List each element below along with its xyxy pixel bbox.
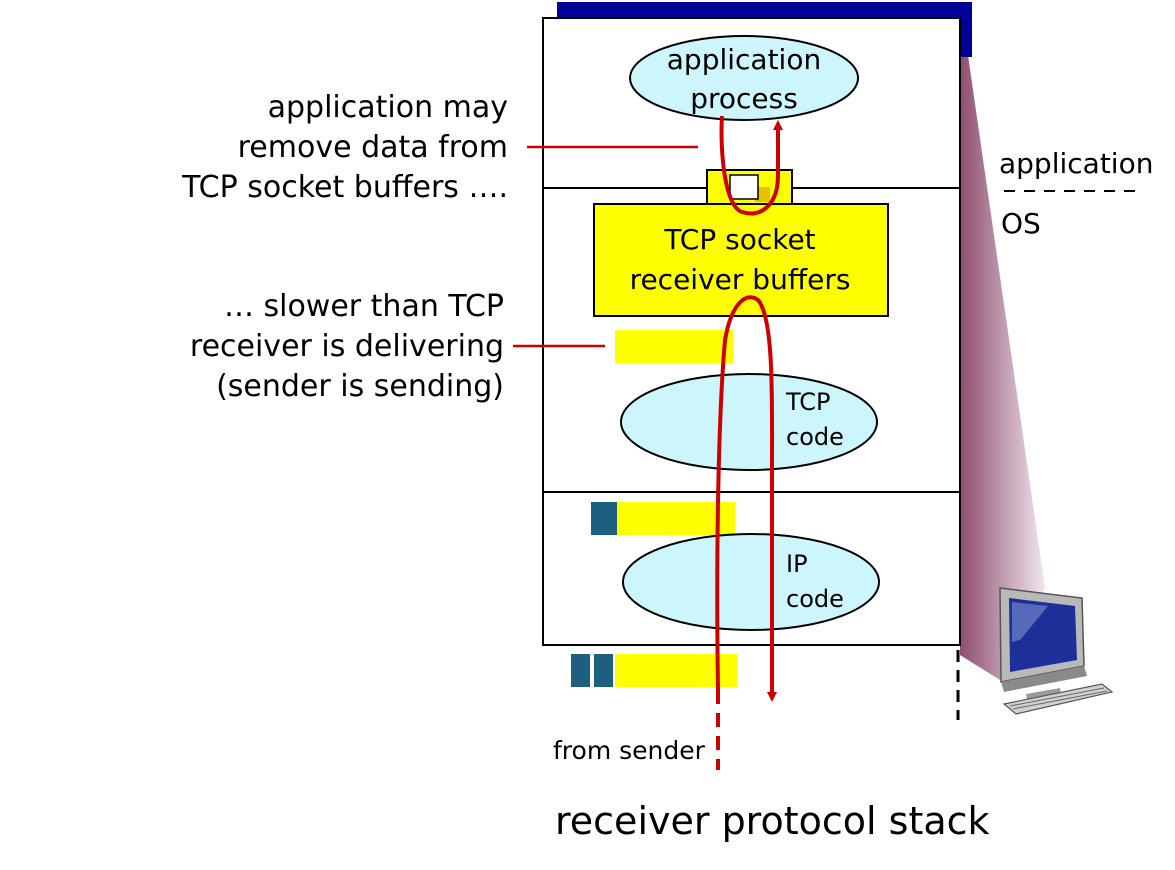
data-path-to-application <box>719 115 783 216</box>
remove-data-line-3: TCP socket buffers …. <box>181 170 508 205</box>
link-segment-header-1 <box>571 654 590 687</box>
ip-segment-data <box>617 502 735 535</box>
ip-code-line-2: code <box>786 585 844 613</box>
slower-line-2: receiver is delivering <box>190 329 504 364</box>
ip-code-ellipse <box>622 533 880 631</box>
tcp-socket-buffers-box <box>593 203 889 317</box>
remove-data-line-2: remove data from <box>238 130 508 165</box>
tcp-code-ellipse <box>620 373 878 471</box>
slower-line-3: (sender is sending) <box>216 369 504 404</box>
from-sender-label: from sender <box>553 736 706 765</box>
ip-segment-header <box>591 502 617 535</box>
app-process-line-2: process <box>690 82 798 115</box>
application-process-ellipse <box>629 35 859 121</box>
data-path-up-down <box>715 295 777 702</box>
ip-code-line-1: IP <box>786 550 808 578</box>
computer-icon <box>999 587 1114 715</box>
socket-buffers-line-1: TCP socket <box>663 223 815 256</box>
app-process-line-1: application <box>667 43 821 76</box>
diagram-caption: receiver protocol stack <box>555 799 990 843</box>
os-layer-label: OS <box>1001 207 1041 240</box>
tcp-code-line-1: TCP <box>785 388 830 416</box>
slower-line-1: … slower than TCP <box>224 289 504 324</box>
socket-interface-slot <box>729 174 759 200</box>
link-segment-header-2 <box>594 654 613 687</box>
perspective-cone <box>960 0 1045 680</box>
stack-side-bar <box>958 2 972 57</box>
tcp-segment-data <box>615 330 733 363</box>
tcp-code-line-2: code <box>786 423 844 451</box>
stack-top-bar <box>557 2 972 20</box>
socket-buffers-line-2: receiver buffers <box>630 263 851 296</box>
remove-data-line-1: application may <box>268 90 508 125</box>
application-layer-label: application <box>999 147 1153 180</box>
